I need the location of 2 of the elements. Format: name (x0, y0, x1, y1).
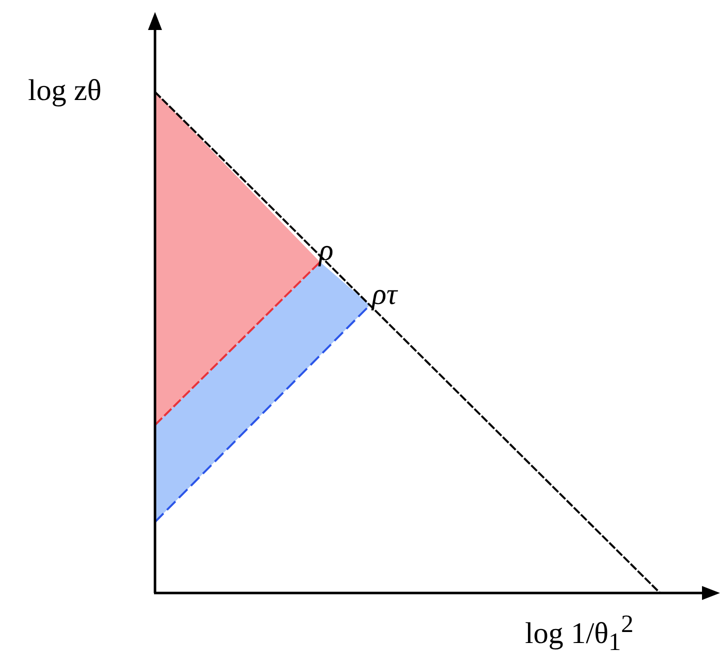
axis-label: ρτ (372, 280, 398, 310)
axis-label: log zθ (28, 76, 102, 106)
